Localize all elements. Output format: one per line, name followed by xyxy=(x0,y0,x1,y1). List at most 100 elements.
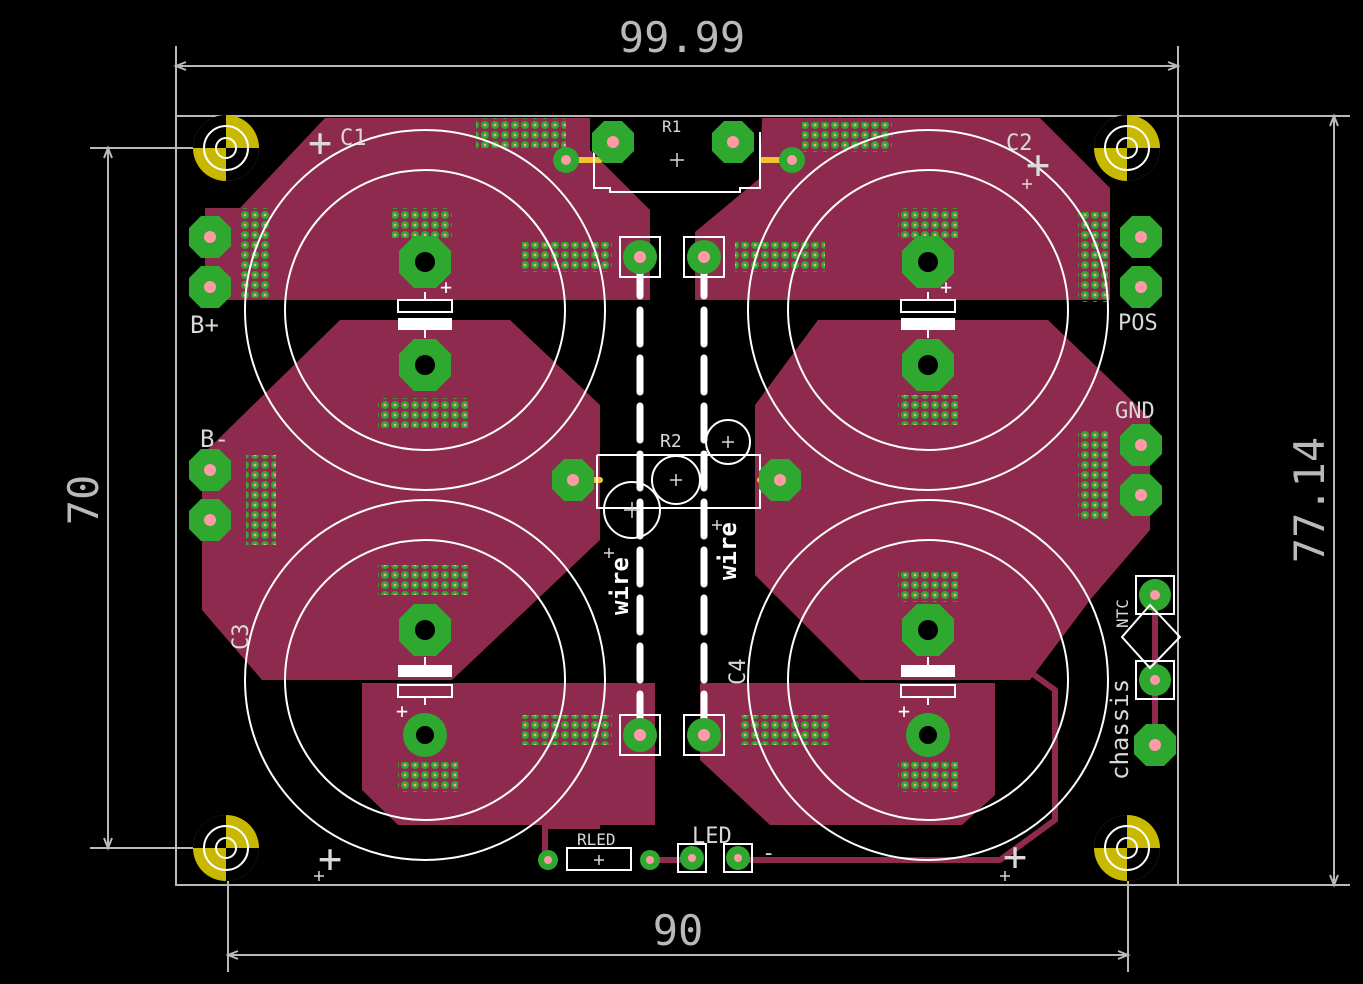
via-array xyxy=(898,572,958,602)
via-array xyxy=(1078,430,1108,520)
pad-icon xyxy=(1135,660,1175,700)
label-gnd: GND xyxy=(1115,399,1155,424)
capacitor-symbol-icon: + xyxy=(397,275,453,338)
pad-icon xyxy=(640,850,660,870)
c2-outline-outer xyxy=(747,129,1109,491)
pad-icon xyxy=(189,449,231,491)
mounting-hole-icon xyxy=(193,815,259,881)
capacitor-symbol-icon: + xyxy=(396,657,453,723)
c4-outline-outer xyxy=(747,499,1109,861)
via-array xyxy=(898,762,958,792)
via-array xyxy=(1078,212,1108,302)
pad-icon xyxy=(1120,216,1162,258)
via-array xyxy=(476,118,566,148)
via-arrays xyxy=(240,118,1108,792)
plus-mark: + xyxy=(308,120,332,166)
pad-icon xyxy=(1120,266,1162,308)
pad-icon xyxy=(1135,575,1175,615)
dimension-left: 70 xyxy=(59,475,108,526)
svg-text:+: + xyxy=(898,699,910,723)
label-r1: R1 xyxy=(662,117,681,136)
label-c2: C2 xyxy=(1006,131,1033,156)
label-c3: C3 xyxy=(229,624,254,651)
pad-icon xyxy=(189,499,231,541)
copper-pour-bottom-right xyxy=(700,683,995,825)
silkscreen-labels: C1 C2 C3 C4 R1 R2 RLED LED B+ B- POS GND… xyxy=(190,117,1158,882)
pads xyxy=(189,121,1182,873)
label-pos: POS xyxy=(1118,311,1158,336)
via-array xyxy=(246,455,276,545)
via-array xyxy=(392,208,452,238)
pad-icon xyxy=(1120,474,1162,516)
via-array xyxy=(378,398,468,428)
svg-text:+: + xyxy=(440,275,452,299)
dimension-right: 77.14 xyxy=(1285,437,1334,563)
pad-icon xyxy=(399,339,451,391)
plus-mark: + xyxy=(1003,834,1027,880)
pad-icon xyxy=(759,459,801,501)
pad-icon xyxy=(677,843,707,873)
c4-outline-inner xyxy=(787,539,1069,821)
plus-mark: + xyxy=(318,836,342,882)
pad-icon xyxy=(399,236,451,288)
pad-icon xyxy=(403,713,447,757)
dimension-bottom: 90 xyxy=(653,906,704,955)
via-array xyxy=(735,242,825,272)
pad-icon xyxy=(553,147,579,173)
via-array xyxy=(378,565,468,595)
label-c4: C4 xyxy=(726,659,751,686)
pad-icon xyxy=(619,236,661,278)
rled-outline xyxy=(566,847,632,871)
label-r2: R2 xyxy=(660,431,682,452)
pad-icon xyxy=(683,714,725,756)
pad-icon xyxy=(399,604,451,656)
pad-icon xyxy=(683,236,725,278)
c1-outline-inner xyxy=(284,169,566,451)
minus-mark: - xyxy=(762,841,775,866)
pad-icon xyxy=(779,147,805,173)
via-array xyxy=(522,242,612,272)
board-outline xyxy=(175,115,1179,886)
via-array xyxy=(740,715,830,745)
via-array xyxy=(398,762,458,792)
svg-text:+: + xyxy=(396,699,408,723)
plus-mark: + xyxy=(1026,142,1050,188)
label-wire-left: wire xyxy=(606,557,634,615)
pad-icon xyxy=(906,713,950,757)
pad-icon xyxy=(538,850,558,870)
label-ntc: NTC xyxy=(1113,599,1132,628)
copper-pour-mid-right xyxy=(755,320,1150,680)
pad-icon xyxy=(1134,724,1176,766)
capacitor-symbol-icon: + xyxy=(898,657,956,723)
pad-icon xyxy=(723,843,753,873)
pad-icon xyxy=(1120,424,1162,466)
mounting-hole-icon xyxy=(1094,815,1160,881)
mounting-hole-icon xyxy=(193,115,259,181)
mounting-hole-icon xyxy=(1094,115,1160,181)
via-array xyxy=(898,208,958,238)
pad-icon xyxy=(902,339,954,391)
c3-outline-outer xyxy=(244,499,606,861)
label-wire-right: wire xyxy=(714,522,742,580)
label-bplus: B+ xyxy=(190,311,219,339)
label-chassis: chassis xyxy=(1106,679,1134,780)
pad-icon xyxy=(189,216,231,258)
ntc-outline xyxy=(1120,603,1182,670)
label-c1: C1 xyxy=(340,126,367,151)
pad-icon xyxy=(902,604,954,656)
pad-icon xyxy=(619,714,661,756)
c3-outline-inner xyxy=(284,539,566,821)
c1-outline-outer xyxy=(244,129,606,491)
label-rled: RLED xyxy=(577,830,616,849)
origin-markers xyxy=(314,153,1032,881)
label-led: LED xyxy=(692,824,732,849)
pad-icon xyxy=(552,459,594,501)
pad-icon xyxy=(902,236,954,288)
pad-icon xyxy=(592,121,634,163)
pad-icon xyxy=(189,266,231,308)
dimension-top: 99.99 xyxy=(619,13,745,62)
pad-icon xyxy=(712,121,754,163)
r2-outline xyxy=(596,454,761,509)
resistor-outlines xyxy=(566,132,761,871)
